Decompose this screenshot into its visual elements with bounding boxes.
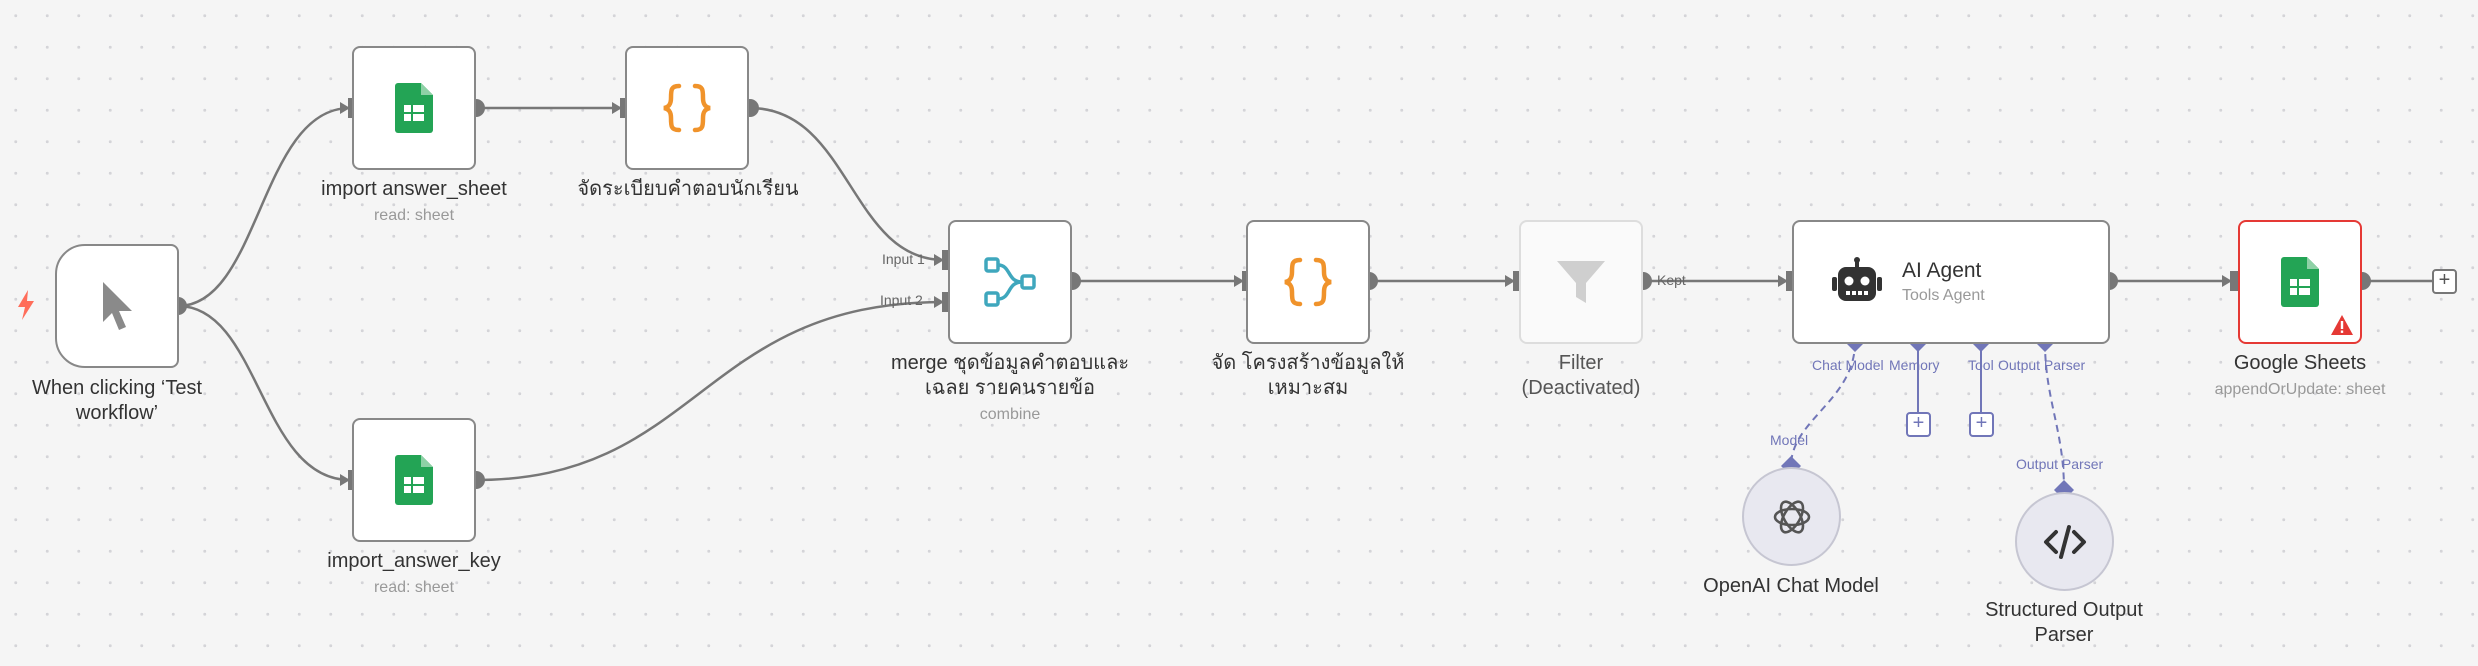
openai-title: OpenAI Chat Model <box>1703 575 1879 597</box>
openai-icon <box>1773 499 1810 534</box>
add-node-button[interactable]: + <box>2432 269 2457 294</box>
import-answer-sheet-title: import answer_sheet <box>321 178 507 200</box>
edge-trigger-to-import-answer-key <box>177 304 351 482</box>
input-port <box>2230 271 2238 291</box>
trigger-node[interactable] <box>55 244 179 368</box>
arrowhead <box>1234 275 1244 287</box>
port-label-chat-model: Chat Model <box>1812 357 1884 373</box>
parser-port-label: Output Parser <box>2016 456 2104 472</box>
arrowhead <box>1778 275 1788 287</box>
code-tag-icon <box>2043 524 2086 559</box>
arrowhead <box>1505 275 1515 287</box>
import-answer-key-title: import_answer_key <box>327 550 501 572</box>
merge-node[interactable] <box>948 220 1072 344</box>
google-sheets-node[interactable] <box>2238 220 2362 344</box>
arrowhead <box>934 296 944 308</box>
ai-agent-text: AI Agent Tools Agent <box>1902 259 1985 305</box>
import-answer-key-node[interactable] <box>352 418 476 542</box>
edge-chat-model-to-openai <box>1790 341 1856 467</box>
edge-arrange-to-merge-input1 <box>749 106 945 262</box>
filter-kept-label: Kept <box>1657 272 1686 288</box>
merge-title: merge ชุดข้อมูลคำตอบและเฉลย รายคนรายข้อ <box>890 352 1130 399</box>
trigger-title: When clicking ‘Test workflow’ <box>31 377 203 424</box>
funnel-icon <box>1557 261 1605 303</box>
port-label-output-parser: Output Parser <box>1998 357 2086 373</box>
arrowhead <box>2222 275 2232 287</box>
arrowhead <box>934 254 944 266</box>
filter-title: Filter (Deactivated) <box>1521 352 1641 399</box>
merge-input2-label: Input 2 <box>880 292 923 308</box>
code-braces-icon <box>1284 257 1332 307</box>
arrowhead <box>612 102 622 114</box>
edge-output-parser-to-parser <box>2044 341 2065 491</box>
add-tool-button[interactable]: + <box>1969 412 1994 437</box>
import-answer-sheet-subtitle: read: sheet <box>373 207 455 224</box>
input-port <box>942 250 950 270</box>
google-sheets-title: Google Sheets <box>2233 352 2367 374</box>
google-sheets-icon <box>2281 257 2319 307</box>
input-port <box>620 98 628 118</box>
arrowhead <box>340 474 350 486</box>
input-port <box>942 292 950 312</box>
google-sheets-icon <box>395 455 433 505</box>
ai-agent-title: AI Agent <box>1902 259 1982 282</box>
edge-trigger-to-import-answer-sheet <box>177 106 351 308</box>
parser-title: Structured Output Parser <box>1985 599 2143 646</box>
import-answer-sheet-node[interactable] <box>352 46 476 170</box>
warning-icon[interactable] <box>2330 314 2354 336</box>
port-label-tool: Tool <box>1968 357 1994 373</box>
arrange-answers-node[interactable] <box>625 46 749 170</box>
filter-node[interactable] <box>1519 220 1643 344</box>
merge-icon <box>984 257 1036 307</box>
edge-import-key-to-merge-input2 <box>475 300 945 482</box>
merge-input1-label: Input 1 <box>882 251 925 267</box>
code-braces-icon <box>663 83 711 133</box>
port-label-memory: Memory <box>1889 357 1940 373</box>
ai-agent-node[interactable]: AI Agent Tools Agent <box>1792 220 2110 344</box>
structure-title: จัด โครงสร้างข้อมูลให้เหมาะสม <box>1211 352 1405 399</box>
ai-agent-subtitle: Tools Agent <box>1902 287 1985 304</box>
arrange-answers-title: จัดระเบียบคำตอบนักเรียน <box>577 178 799 200</box>
import-answer-key-subtitle: read: sheet <box>373 579 455 596</box>
input-port <box>1513 271 1521 291</box>
robot-icon <box>1832 257 1882 301</box>
arrowhead <box>340 102 350 114</box>
openai-chat-model-node[interactable] <box>1742 467 1841 566</box>
structured-output-parser-node[interactable] <box>2015 492 2114 591</box>
merge-subtitle: combine <box>979 406 1041 423</box>
google-sheets-icon <box>395 83 433 133</box>
google-sheets-subtitle: appendOrUpdate: sheet <box>2214 381 2386 398</box>
trigger-bolt-icon <box>18 290 34 320</box>
input-port <box>1786 271 1794 291</box>
structure-node[interactable] <box>1246 220 1370 344</box>
add-memory-button[interactable]: + <box>1906 412 1931 437</box>
cursor-icon <box>103 282 132 330</box>
openai-port-label: Model <box>1770 432 1809 448</box>
